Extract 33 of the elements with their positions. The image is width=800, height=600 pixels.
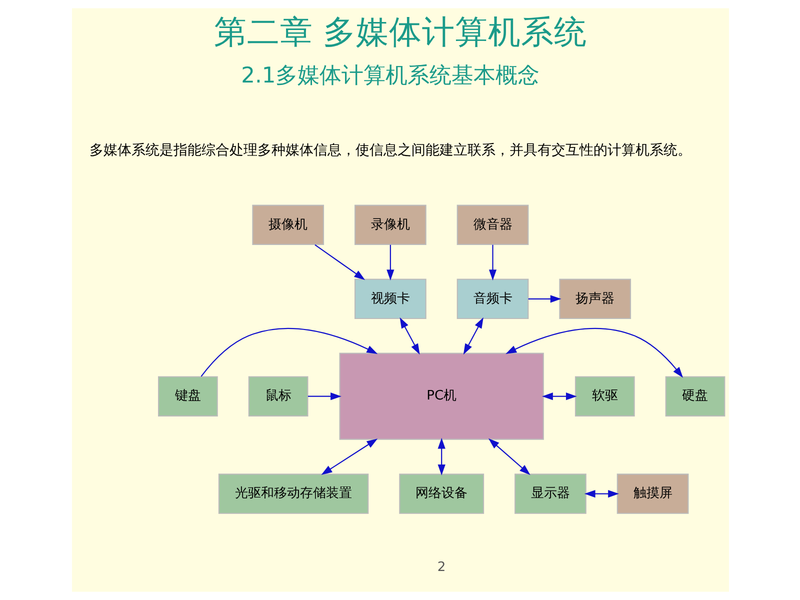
node-box: 视频卡 — [354, 278, 426, 320]
arrow — [488, 244, 496, 280]
node-box: 微音器 — [456, 204, 528, 246]
arrow — [200, 328, 378, 377]
node-box: 录像机 — [354, 204, 426, 246]
arrow — [307, 392, 341, 400]
node-box: 网络设备 — [398, 474, 484, 514]
arrow — [386, 244, 394, 280]
arrow — [584, 490, 618, 498]
node-box: 摄像机 — [252, 204, 324, 246]
arrow — [488, 438, 530, 476]
arrow — [505, 328, 683, 378]
arrow — [399, 317, 420, 355]
node-box: 触摸屏 — [616, 474, 688, 514]
node-box: 扬声器 — [558, 278, 631, 320]
node-box: 音频卡 — [456, 278, 528, 320]
arrow — [542, 392, 576, 400]
node-box: 键盘 — [158, 376, 218, 416]
arrow — [528, 295, 561, 303]
node-box: 软驱 — [574, 376, 634, 416]
arrow — [437, 438, 445, 476]
node-box: 鼠标 — [248, 376, 308, 416]
node-box: PC机 — [338, 352, 544, 440]
label: 多媒体系统是指能综合处理多种媒体信息，使信息之间能建立联系，并具有交互性的计算机系统。 — [88, 142, 691, 159]
arrow — [320, 438, 378, 475]
diagram-title: 第二章 多媒体计算机系统 — [213, 13, 587, 52]
arrow — [314, 244, 365, 280]
arrow — [462, 317, 483, 355]
node-box: 光驱和移动存储装置 — [218, 474, 368, 514]
node-box: 显示器 — [514, 474, 586, 514]
label: 2.1多媒体计算机系统基本概念 — [240, 63, 540, 88]
label: 2 — [436, 560, 446, 576]
node-box: 硬盘 — [664, 376, 725, 416]
